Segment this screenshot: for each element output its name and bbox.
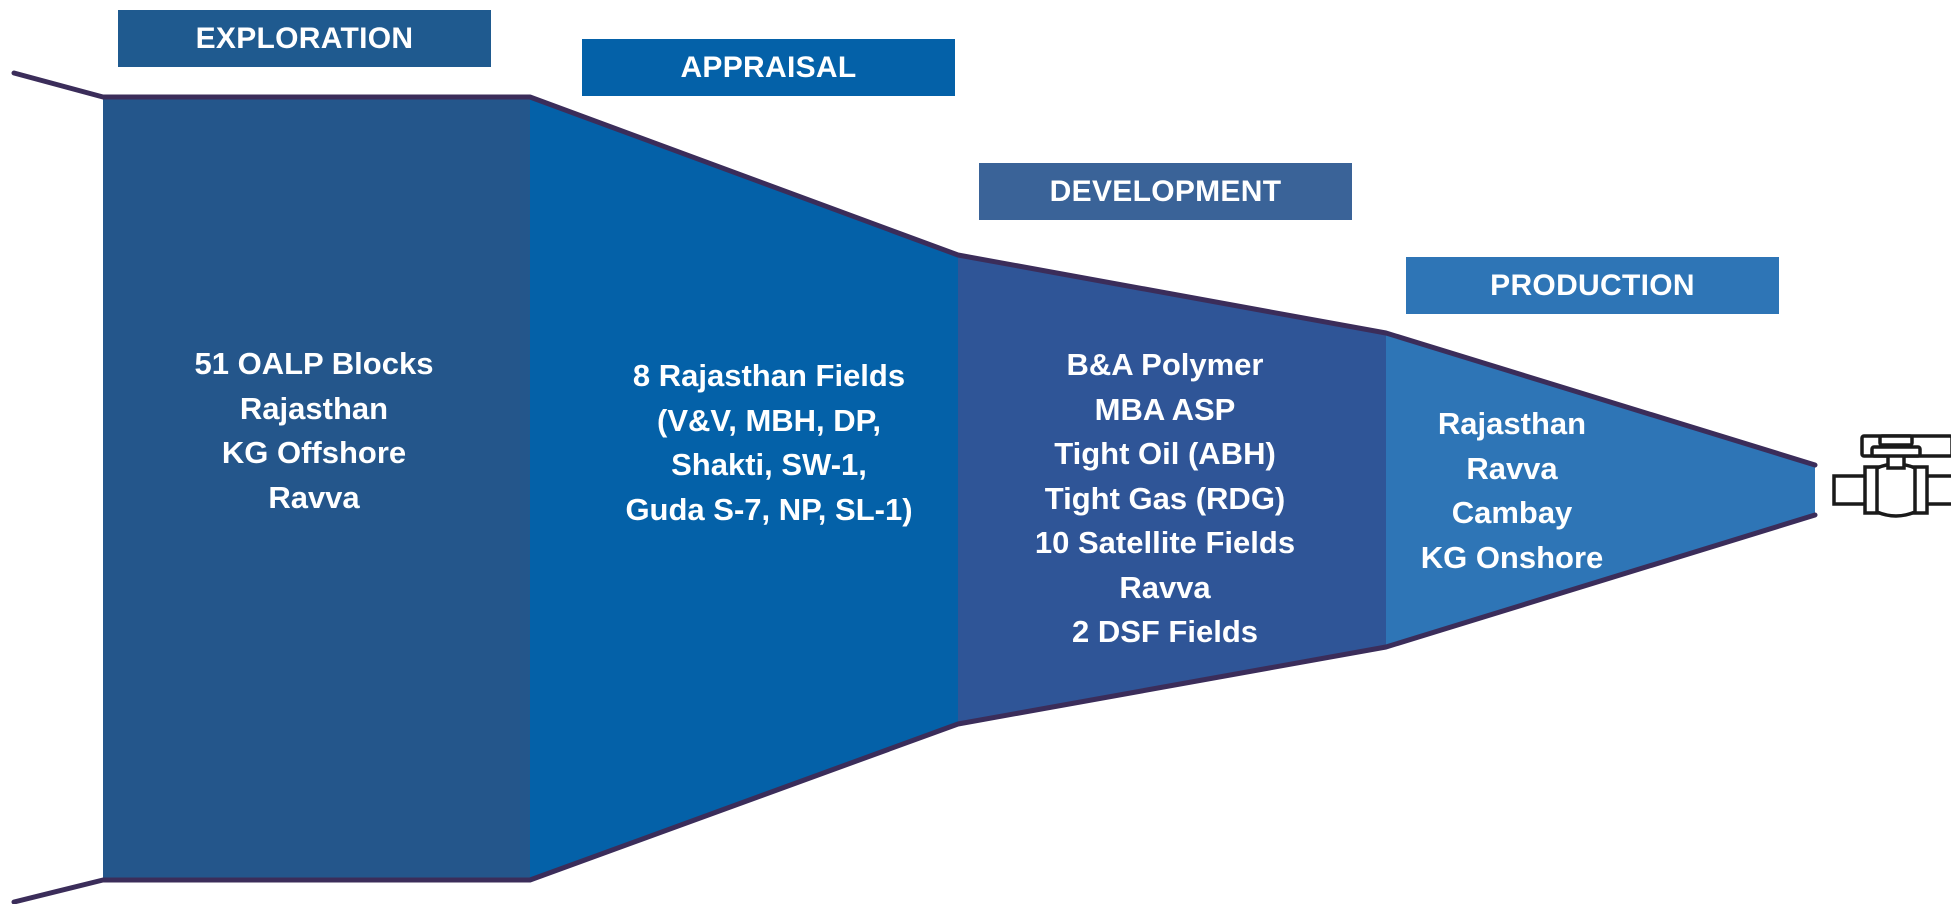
development-item: Tight Gas (RDG): [1044, 480, 1286, 516]
development-item: B&A Polymer: [1066, 347, 1264, 382]
exploration-segment: [103, 97, 530, 880]
funnel-top-outline: [11, 70, 1818, 468]
development-item: MBA ASP: [1094, 391, 1236, 427]
funnel-bottom-outline: [11, 512, 1818, 904]
exploration-item: KG Offshore: [221, 435, 407, 470]
production-item: Ravva: [1466, 450, 1558, 486]
stage-header-production: PRODUCTION: [1406, 257, 1779, 314]
stage-header-exploration: EXPLORATION: [118, 10, 491, 67]
exploration-item: Rajasthan: [239, 390, 389, 426]
production-segment: [1386, 333, 1815, 647]
exploration-item: 51 OALP Blocks: [194, 346, 434, 381]
stage-items-development: B&A Polymer MBA ASP Tight Oil (ABH) Tigh…: [965, 343, 1365, 655]
exploration-item: Ravva: [268, 479, 360, 515]
appraisal-item: Shakti, SW-1,: [671, 447, 867, 482]
production-item: KG Onshore: [1420, 539, 1604, 575]
appraisal-item: Guda S-7, NP, SL-1): [625, 491, 913, 527]
appraisal-segment: [530, 97, 958, 880]
development-item: Ravva: [1119, 569, 1211, 605]
appraisal-item: (V&V, MBH, DP,: [657, 402, 881, 438]
development-segment: [958, 255, 1386, 724]
stage-items-production: Rajasthan Ravva Cambay KG Onshore: [1392, 402, 1632, 580]
appraisal-item: 8 Rajasthan Fields: [632, 358, 906, 393]
pipeline-valve-icon: [1832, 434, 1951, 518]
development-item: 2 DSF Fields: [1071, 614, 1259, 649]
production-item: Cambay: [1451, 495, 1573, 530]
stage-header-appraisal: APPRAISAL: [582, 39, 955, 96]
stage-items-exploration: 51 OALP Blocks Rajasthan KG Offshore Rav…: [114, 342, 514, 520]
stage-header-development: DEVELOPMENT: [979, 163, 1352, 220]
production-item: Rajasthan: [1437, 406, 1587, 441]
development-item: Tight Oil (ABH): [1054, 436, 1276, 471]
development-item: 10 Satellite Fields: [1034, 525, 1296, 560]
stage-items-appraisal: 8 Rajasthan Fields (V&V, MBH, DP, Shakti…: [550, 354, 988, 532]
